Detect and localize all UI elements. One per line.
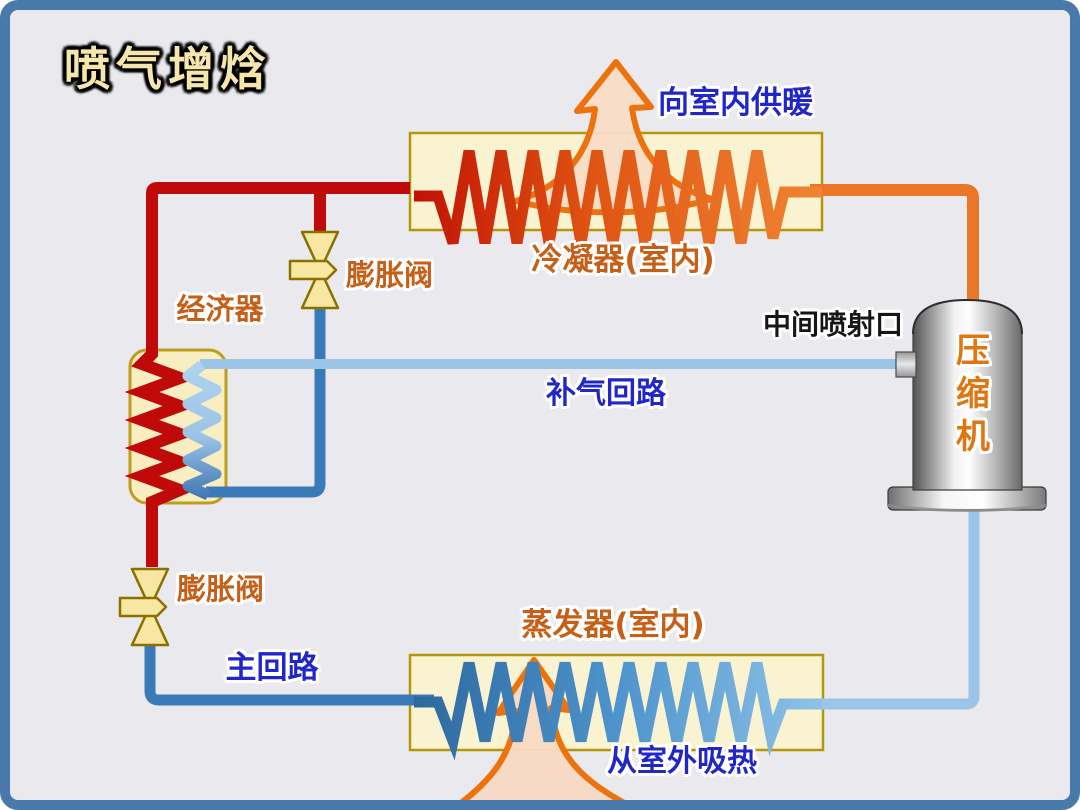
compressor-label: 压缩机 [949, 332, 990, 461]
hot-liquid-pipe [124, 182, 410, 567]
injection-expansion-pipe [206, 307, 326, 498]
injection-port-nozzle-icon [895, 351, 917, 378]
heat-from-outdoor-label: 从室外吸热 [607, 744, 757, 779]
injection-port-label: 中间喷射口 [763, 308, 904, 341]
condenser-label: 冷凝器(室内) [531, 242, 715, 278]
compressor-icon [887, 298, 1047, 512]
expansion-valve-bottom-icon [118, 567, 170, 647]
main-circuit-pipe [144, 644, 434, 706]
expansion-valve-bottom-label: 膨胀阀 [177, 572, 265, 606]
suction-pipe [822, 508, 980, 710]
evaporator-label: 蒸发器(室内) [521, 607, 705, 643]
expansion-valve-top-label: 膨胀阀 [346, 258, 434, 292]
main-circuit-label: 主回路 [225, 650, 319, 686]
discharge-pipe [810, 184, 979, 312]
economizer-cold-coil [182, 360, 222, 501]
condenser-coil [414, 150, 822, 245]
evaporator-coil [414, 661, 822, 761]
economizer-label: 经济器 [176, 292, 264, 326]
diagram-title: 喷气增焓 [64, 42, 272, 96]
expansion-valve-top-icon [288, 230, 340, 310]
diagram-canvas [118, 59, 1047, 800]
injection-circuit-label: 补气回路 [546, 376, 666, 411]
heat-to-indoor-label: 向室内供暖 [658, 85, 813, 121]
